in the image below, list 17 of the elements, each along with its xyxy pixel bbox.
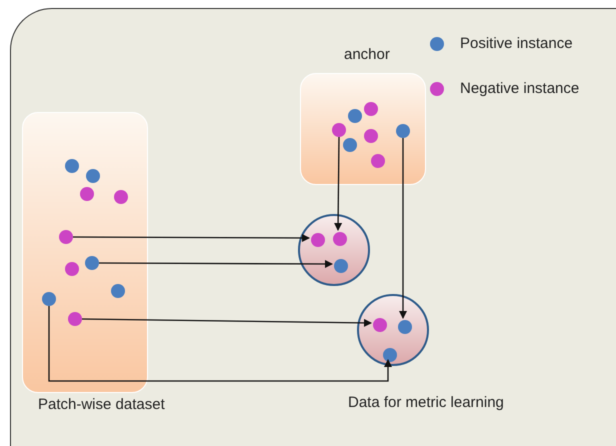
- legend-label: Negative instance: [460, 80, 580, 97]
- positive-dot: [383, 348, 397, 362]
- legend-label: Positive instance: [460, 35, 573, 52]
- arrow: [99, 260, 333, 268]
- caption: Data for metric learning: [348, 394, 504, 411]
- arrow: [48, 306, 392, 382]
- positive-dot: [398, 320, 412, 334]
- arrow: [73, 234, 310, 242]
- panel-title: Patch-wise dataset: [38, 396, 165, 413]
- negative-dot: [311, 233, 325, 247]
- panel-title: anchor: [344, 46, 390, 63]
- negative-dot: [333, 232, 347, 246]
- arrow: [334, 137, 342, 231]
- negative-dot: [373, 318, 387, 332]
- arrow: [82, 318, 372, 327]
- arrow: [399, 138, 407, 319]
- positive-dot: [334, 259, 348, 273]
